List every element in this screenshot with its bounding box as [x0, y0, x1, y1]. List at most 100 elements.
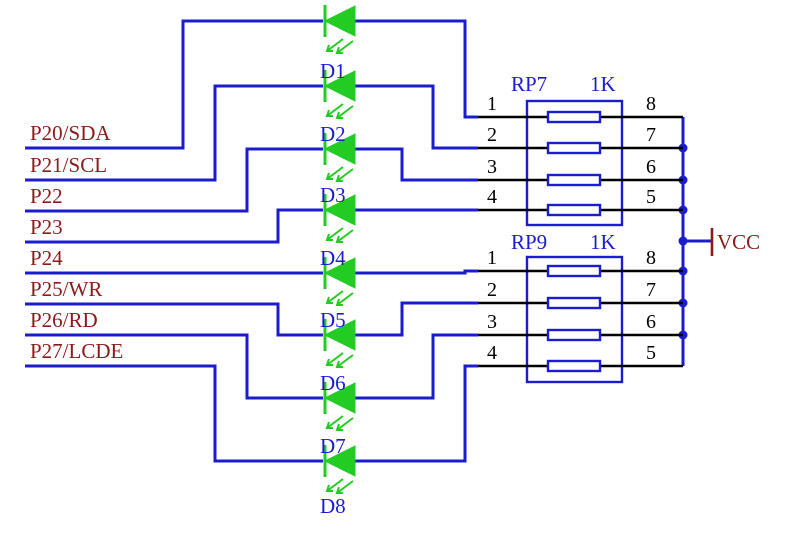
light-emission-arrow — [336, 354, 354, 368]
wire-net-7 — [25, 333, 323, 400]
light-emission-arrow — [336, 292, 354, 306]
diode-labels: D1 D2 D3 D4 D5 D6 D7 D8 — [320, 59, 346, 518]
led-diode — [323, 133, 356, 182]
vcc-label: VCC — [717, 230, 760, 254]
pin-number: 3 — [487, 156, 497, 178]
wire-anode-6 — [355, 301, 478, 337]
pin-number: 6 — [646, 311, 656, 333]
led-diode — [323, 70, 356, 119]
pin-number: 8 — [646, 247, 656, 269]
wire-net-2 — [25, 84, 323, 182]
diode-ref-label: D4 — [320, 246, 346, 270]
pin-number: 1 — [487, 247, 497, 269]
light-emission-arrowhead — [335, 486, 343, 494]
diode-triangle — [323, 257, 356, 289]
wire-anode-5 — [355, 269, 478, 275]
net-labels: P20/SDA P21/SCL P22 P23 P24 P25/WR P26/R… — [30, 121, 123, 363]
resistor-element — [546, 141, 602, 155]
net-label: P27/LCDE — [30, 339, 123, 363]
diode-triangle — [323, 382, 356, 414]
pin-number: 7 — [646, 279, 656, 301]
resistor-pack-rp9: RP9 1K 1 2 3 4 8 7 6 5 — [478, 230, 683, 384]
resistor-pack-value: 1K — [590, 230, 616, 254]
diode-triangle — [323, 319, 356, 351]
wire-net-1 — [25, 19, 323, 150]
light-emission-arrowhead — [335, 360, 343, 368]
net-label: P23 — [30, 215, 63, 239]
light-emission-arrow — [326, 415, 344, 429]
net-label: P21/SCL — [30, 153, 107, 177]
pin-number: 3 — [487, 311, 497, 333]
wire-net-6 — [25, 302, 323, 337]
light-emission-arrow — [336, 40, 354, 54]
pin-number: 7 — [646, 124, 656, 146]
light-emission-arrowhead — [325, 44, 333, 52]
led-diode — [323, 194, 356, 243]
light-emission-arrow — [326, 352, 344, 366]
pin-number: 5 — [646, 342, 656, 364]
resistor-pin-rows — [478, 264, 683, 373]
vcc-bus: VCC — [678, 117, 760, 366]
wire-net-4 — [25, 208, 323, 244]
resistor-pack-outline — [525, 99, 624, 227]
resistor-element — [546, 173, 602, 187]
pin-number: 5 — [646, 186, 656, 208]
wire-anode-3 — [355, 147, 478, 182]
light-emission-arrowhead — [325, 484, 333, 492]
light-emission-arrowhead — [325, 172, 333, 180]
resistor-element — [546, 296, 602, 310]
anode-wires — [355, 19, 478, 463]
led-diode — [323, 319, 356, 368]
net-label: P22 — [30, 184, 63, 208]
resistor-element — [546, 264, 602, 278]
wire-anode-8 — [355, 364, 478, 463]
light-emission-arrow — [336, 168, 354, 182]
resistor-pin-rows — [478, 110, 683, 217]
resistor-pack-value: 1K — [590, 72, 616, 96]
diode-ref-label: D8 — [320, 494, 346, 518]
pin-number: 8 — [646, 93, 656, 115]
net-label: P20/SDA — [30, 121, 111, 145]
net-label: P25/WR — [30, 277, 102, 301]
light-emission-arrow — [326, 103, 344, 117]
pin-number: 4 — [487, 186, 497, 208]
pin-number: 6 — [646, 156, 656, 178]
light-emission-arrow — [336, 480, 354, 494]
light-emission-arrowhead — [335, 174, 343, 182]
resistor-element — [546, 328, 602, 342]
light-emission-arrowhead — [335, 46, 343, 54]
resistor-element — [546, 359, 602, 373]
light-emission-arrowhead — [335, 111, 343, 119]
led-diode — [323, 445, 356, 494]
diode-triangle — [323, 70, 356, 102]
led-diode — [323, 382, 356, 431]
net-label: P24 — [30, 246, 63, 270]
resistor-pack-rp7: RP7 1K 1 2 3 4 8 7 6 5 — [478, 72, 683, 227]
light-emission-arrow — [336, 229, 354, 243]
pin-number: 4 — [487, 342, 497, 364]
light-emission-arrowhead — [325, 109, 333, 117]
led-diode — [323, 257, 356, 306]
light-emission-arrowhead — [325, 233, 333, 241]
diode-ref-label: D6 — [320, 371, 346, 395]
diodes — [323, 5, 356, 494]
junction-dot — [678, 236, 688, 246]
wire-anode-2 — [355, 84, 478, 150]
led-diode — [323, 5, 356, 54]
wire-anode-7 — [355, 333, 478, 400]
pin-number: 2 — [487, 124, 497, 146]
light-emission-arrowhead — [325, 358, 333, 366]
net-label: P26/RD — [30, 308, 98, 332]
diode-ref-label: D3 — [320, 183, 346, 207]
resistor-pack-ref: RP7 — [511, 72, 547, 96]
resistor-element — [546, 203, 602, 217]
light-emission-arrow — [326, 227, 344, 241]
light-emission-arrow — [326, 290, 344, 304]
diode-triangle — [323, 194, 356, 226]
pin-number: 2 — [487, 279, 497, 301]
wire-net-8 — [25, 364, 323, 463]
light-emission-arrow — [336, 417, 354, 431]
light-emission-arrowhead — [325, 296, 333, 304]
diode-ref-label: D7 — [320, 434, 346, 458]
